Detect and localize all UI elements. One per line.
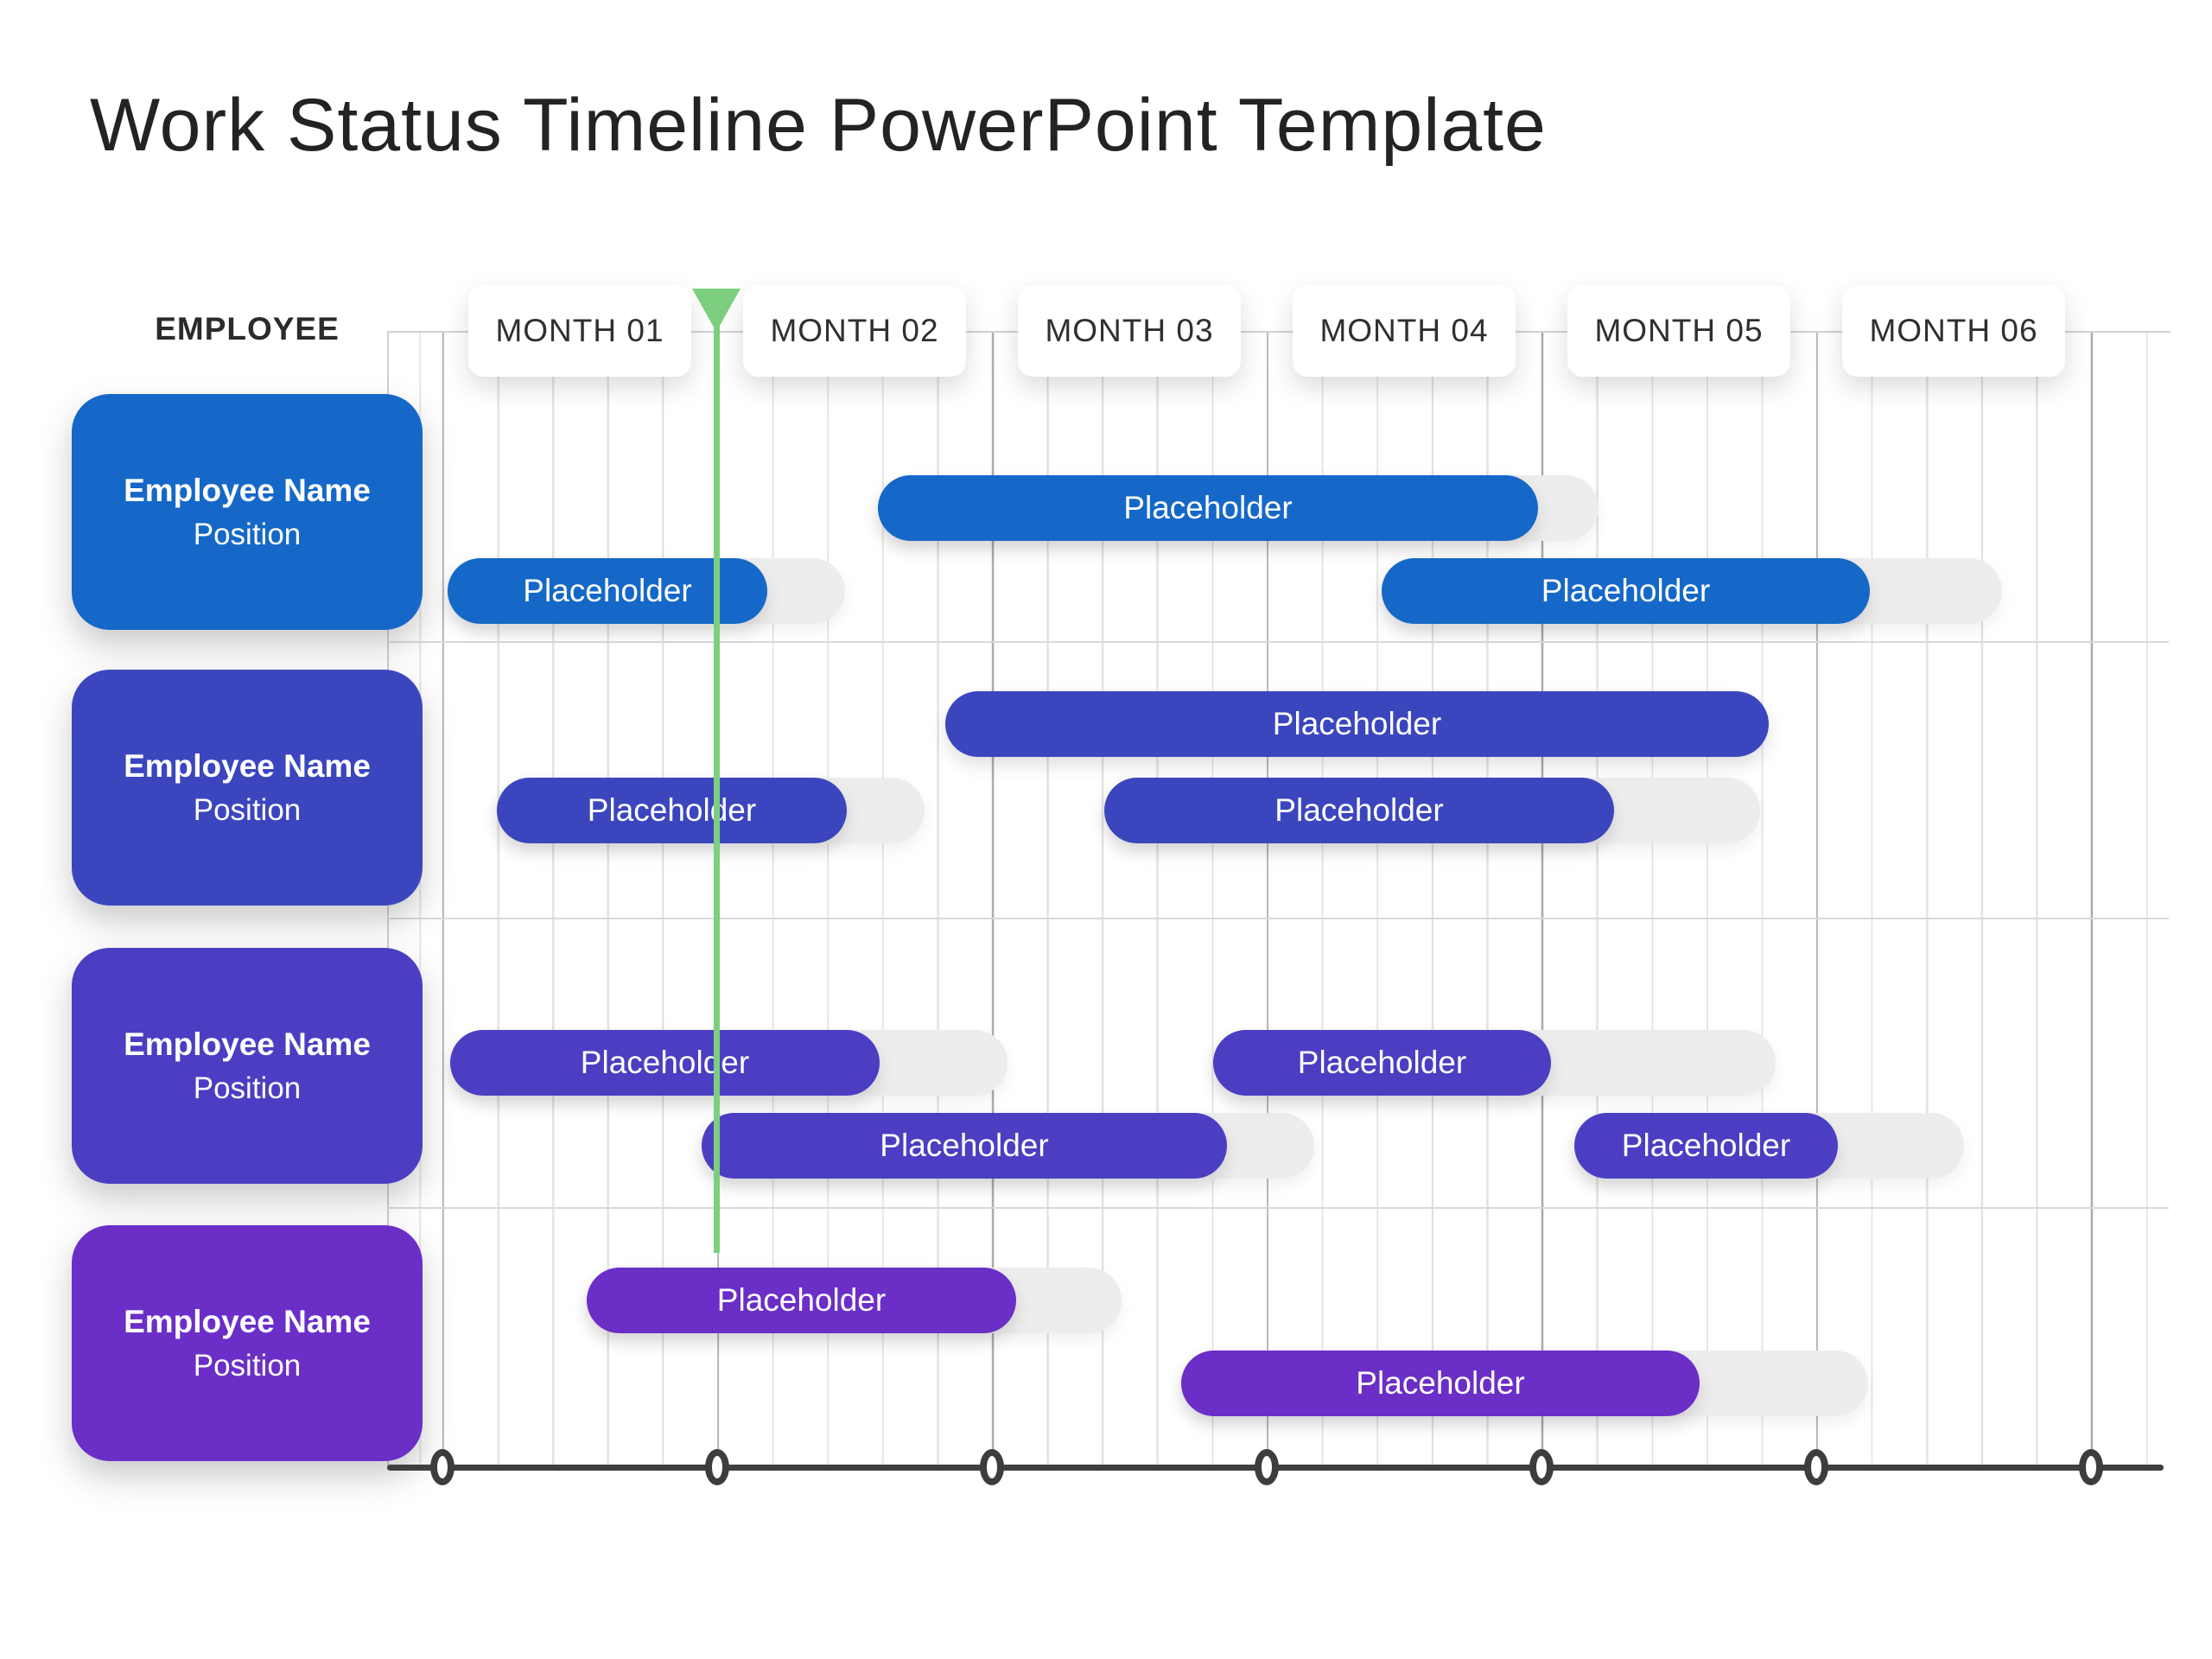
gantt-bar[interactable]: Placeholder [1104, 778, 1614, 843]
month-header-chip[interactable]: MONTH 06 [1842, 285, 2065, 377]
gantt-bar[interactable]: Placeholder [878, 475, 1538, 541]
axis-tick-ring-icon [2079, 1449, 2103, 1485]
employee-position: Position [193, 792, 302, 827]
gantt-bar[interactable]: Placeholder [1382, 558, 1870, 624]
slide-title: Work Status Timeline PowerPoint Template [90, 84, 1547, 167]
today-marker-triangle-icon[interactable] [692, 289, 741, 332]
employee-position: Position [193, 1348, 302, 1382]
axis-tick-ring-icon [705, 1449, 729, 1485]
gantt-bar[interactable]: Placeholder [702, 1113, 1227, 1179]
gantt-bar[interactable]: Placeholder [587, 1268, 1016, 1333]
employee-card[interactable]: Employee Name Position [72, 394, 423, 630]
employee-column-header: EMPLOYEE [155, 311, 340, 346]
gantt-bar[interactable]: Placeholder [1181, 1351, 1700, 1416]
employee-card[interactable]: Employee Name Position [72, 948, 423, 1184]
month-header-chip[interactable]: MONTH 02 [743, 285, 966, 377]
month-header-chip[interactable]: MONTH 03 [1018, 285, 1241, 377]
month-header-chip[interactable]: MONTH 05 [1567, 285, 1790, 377]
month-header-chip[interactable]: MONTH 04 [1293, 285, 1516, 377]
employee-position: Position [193, 1071, 302, 1105]
month-header-chip[interactable]: MONTH 01 [468, 285, 691, 377]
today-marker-line[interactable] [714, 298, 720, 1253]
employee-name: Employee Name [124, 472, 371, 508]
row-separator [387, 1207, 2169, 1209]
employee-position: Position [193, 517, 302, 551]
gantt-bar[interactable]: Placeholder [1213, 1030, 1551, 1096]
gantt-bar[interactable]: Placeholder [497, 778, 847, 843]
employee-card[interactable]: Employee Name Position [72, 1225, 423, 1461]
employee-name: Employee Name [124, 1303, 371, 1339]
employee-name: Employee Name [124, 1026, 371, 1062]
gantt-bar[interactable]: Placeholder [945, 691, 1769, 757]
row-separator [387, 641, 2169, 643]
axis-tick-ring-icon [430, 1449, 454, 1485]
row-separator [387, 918, 2169, 919]
gantt-bar[interactable]: Placeholder [450, 1030, 880, 1096]
axis-tick-ring-icon [1804, 1449, 1828, 1485]
employee-card[interactable]: Employee Name Position [72, 670, 423, 906]
employee-name: Employee Name [124, 747, 371, 784]
axis-tick-ring-icon [1255, 1449, 1279, 1485]
axis-tick-ring-icon [980, 1449, 1004, 1485]
gantt-bar[interactable]: Placeholder [1574, 1113, 1838, 1179]
axis-tick-ring-icon [1529, 1449, 1554, 1485]
